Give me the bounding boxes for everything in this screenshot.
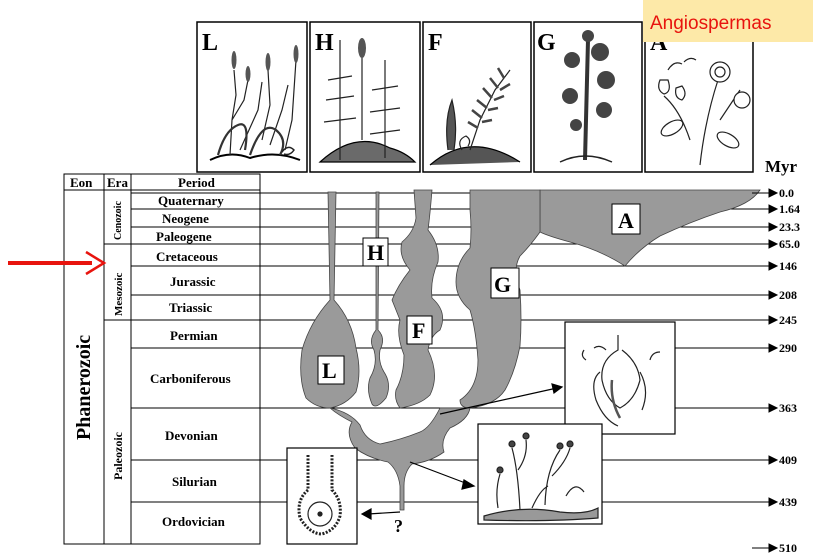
- tick-label: 0.0: [779, 186, 794, 200]
- tick-label: 290: [779, 341, 797, 355]
- period-devonian: Devonian: [165, 428, 219, 443]
- panel-letter-f: F: [428, 30, 443, 56]
- era-cenozoic: Cenozoic: [113, 201, 124, 240]
- tick-label: 363: [779, 401, 797, 415]
- panel-letter-g: G: [537, 30, 556, 56]
- period-paleogene: Paleogene: [156, 229, 212, 244]
- tick-label: 439: [779, 495, 797, 509]
- era-paleozoic: Paleozoic: [111, 431, 125, 480]
- lineage-label-l: L: [322, 358, 337, 383]
- inset-early-land-plant: [478, 424, 602, 524]
- header-period: Period: [178, 175, 216, 190]
- lineage-label-h: H: [367, 240, 384, 265]
- panel-letter-l: L: [202, 30, 218, 56]
- period-cretaceous: Cretaceous: [156, 249, 218, 264]
- pointer-arrow: [8, 252, 104, 274]
- era-mesozoic: Mesozoic: [113, 273, 125, 316]
- panel-lycophytes: L H F G: [197, 22, 753, 172]
- lineage-label-g: G: [494, 272, 511, 297]
- inset-spore-capsule: [287, 448, 357, 544]
- period-ordovician: Ordovician: [162, 514, 226, 529]
- question-mark: ?: [394, 516, 403, 536]
- time-scale: [752, 189, 777, 552]
- lineage-a: [540, 190, 760, 266]
- callout-label: Angiospermas: [650, 13, 771, 34]
- tick-label: 1.64: [779, 202, 800, 216]
- lineage-f: [392, 190, 443, 408]
- period-quaternary: Quaternary: [158, 193, 224, 208]
- scale-unit: Myr: [765, 157, 798, 176]
- period-neogene: Neogene: [162, 211, 209, 226]
- angiospermas-callout: Angiospermas: [643, 0, 813, 42]
- lineage-g: [456, 190, 540, 408]
- header-era: Era: [107, 175, 128, 190]
- lineage-label-a: A: [618, 208, 634, 233]
- tick-label: 146: [779, 259, 797, 273]
- lineage-label-f: F: [412, 318, 425, 343]
- tick-label: 23.3: [779, 220, 800, 234]
- panel-letter-h: H: [315, 30, 334, 56]
- period-silurian: Silurian: [172, 474, 218, 489]
- tick-label: 208: [779, 288, 797, 302]
- inset-seed-plant: [565, 322, 675, 434]
- lineage-h: [368, 192, 388, 406]
- tick-label: 510: [779, 541, 797, 555]
- tick-label: 245: [779, 313, 797, 327]
- period-labels: Quaternary Neogene Paleogene Cretaceous …: [150, 193, 231, 529]
- table-headers: Eon Era Period: [70, 175, 216, 190]
- period-triassic: Triassic: [169, 300, 212, 315]
- period-permian: Permian: [170, 328, 218, 343]
- period-jurassic: Jurassic: [170, 274, 216, 289]
- tick-label: 65.0: [779, 237, 800, 251]
- eon-label: Phanerozoic: [73, 335, 95, 440]
- period-carboniferous: Carboniferous: [150, 371, 231, 386]
- header-eon: Eon: [70, 175, 93, 190]
- time-scale-labels: 0.0 1.64 23.3 65.0 146 208 245 290 363 4…: [779, 186, 800, 555]
- tick-label: 409: [779, 453, 797, 467]
